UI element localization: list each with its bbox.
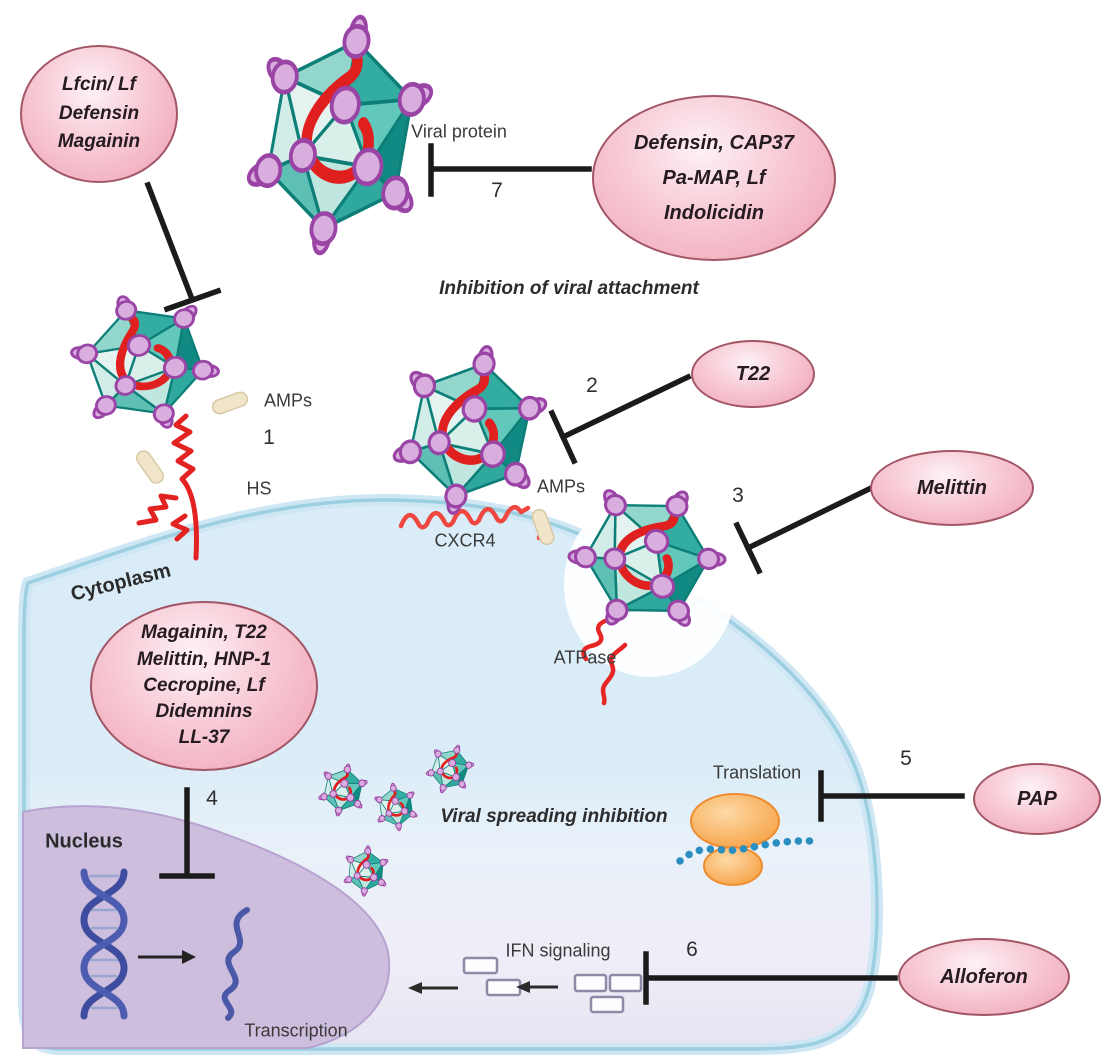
inhibition-bars — [144, 143, 965, 1005]
bubble-line: Alloferon — [940, 965, 1028, 988]
bubble-line: Pa-MAP, Lf — [662, 166, 766, 189]
bubble-line: Defensin — [58, 102, 140, 124]
bubble-melittin: Melittin — [870, 450, 1034, 526]
step-1: 1 — [263, 426, 275, 449]
cxcr4-label: CXCR4 — [434, 530, 496, 551]
ifn-signaling-label: IFN signaling — [505, 940, 611, 961]
bubble-alloferon: Alloferon — [898, 938, 1070, 1016]
inhibitor-4 — [159, 787, 215, 879]
bubble-intracellular-peptides: Magainin, T22 Melittin, HNP-1 Cecropine,… — [90, 601, 318, 771]
bubble-lfcin-defensin-magainin: Lfcin/ Lf Defensin Magainin — [20, 45, 178, 183]
step-2: 2 — [586, 374, 598, 397]
bubble-line: LL-37 — [178, 727, 230, 749]
bubble-line: Lfcin/ Lf — [62, 74, 136, 96]
bubble-line: Magainin — [57, 131, 141, 153]
ribosome — [676, 793, 816, 886]
bubble-pap: PAP — [973, 763, 1101, 835]
ifn-cascade — [408, 956, 643, 1014]
step-7: 7 — [491, 179, 503, 202]
inhibitor-6 — [643, 951, 898, 1005]
cxcr4-wave — [398, 504, 531, 530]
transcription-label: Transcription — [244, 1020, 348, 1041]
viral-protein-label: Viral protein — [411, 121, 507, 142]
hs-squiggle — [171, 413, 199, 561]
amp-capsules — [135, 391, 555, 546]
bubble-line: T22 — [735, 362, 771, 385]
transcription-arrow — [138, 950, 196, 964]
inhibitor-1 — [144, 181, 222, 313]
bubble-line: Defensin, CAP37 — [633, 131, 795, 154]
inhibition-attachment-caption: Inhibition of viral attachment — [439, 278, 699, 299]
inhibitor-3 — [733, 485, 873, 575]
bubble-line: Melittin — [917, 476, 987, 499]
amps-center-label: AMPs — [536, 476, 586, 497]
nucleus-label: Nucleus — [45, 830, 123, 853]
translation-label: Translation — [712, 762, 802, 783]
hs-label: HS — [246, 478, 272, 499]
bubble-line: Indolicidin — [664, 201, 764, 224]
amps-left-label: AMPs — [263, 390, 313, 411]
bubble-line: PAP — [1017, 787, 1057, 810]
atpase-squiggle — [581, 617, 611, 662]
inhibitor-2 — [548, 373, 692, 465]
dna-helix — [80, 868, 128, 1020]
mrna-beads — [676, 837, 816, 865]
bubble-line: Magainin, T22 — [141, 622, 267, 644]
atpase-label: ATPase — [553, 647, 617, 668]
inhibitor-7 — [428, 143, 592, 197]
bubble-line: Cecropine, Lf — [143, 674, 265, 696]
inhibitor-5 — [818, 770, 965, 822]
bubble-t22: T22 — [691, 340, 815, 408]
step-5: 5 — [900, 747, 912, 770]
receptor-squiggles — [136, 413, 628, 706]
bubble-line: Melittin, HNP-1 — [136, 648, 272, 670]
step-4: 4 — [206, 787, 218, 810]
rna-strand — [221, 907, 250, 1021]
bubble-line: Didemnins — [155, 701, 253, 723]
viral-spreading-caption: Viral spreading inhibition — [440, 806, 668, 827]
bubble-attachment-inhibitors: Defensin, CAP37 Pa-MAP, Lf Indolicidin — [592, 95, 836, 261]
step-3: 3 — [732, 484, 744, 507]
virus-attaching — [57, 273, 233, 450]
step-6: 6 — [686, 938, 698, 961]
